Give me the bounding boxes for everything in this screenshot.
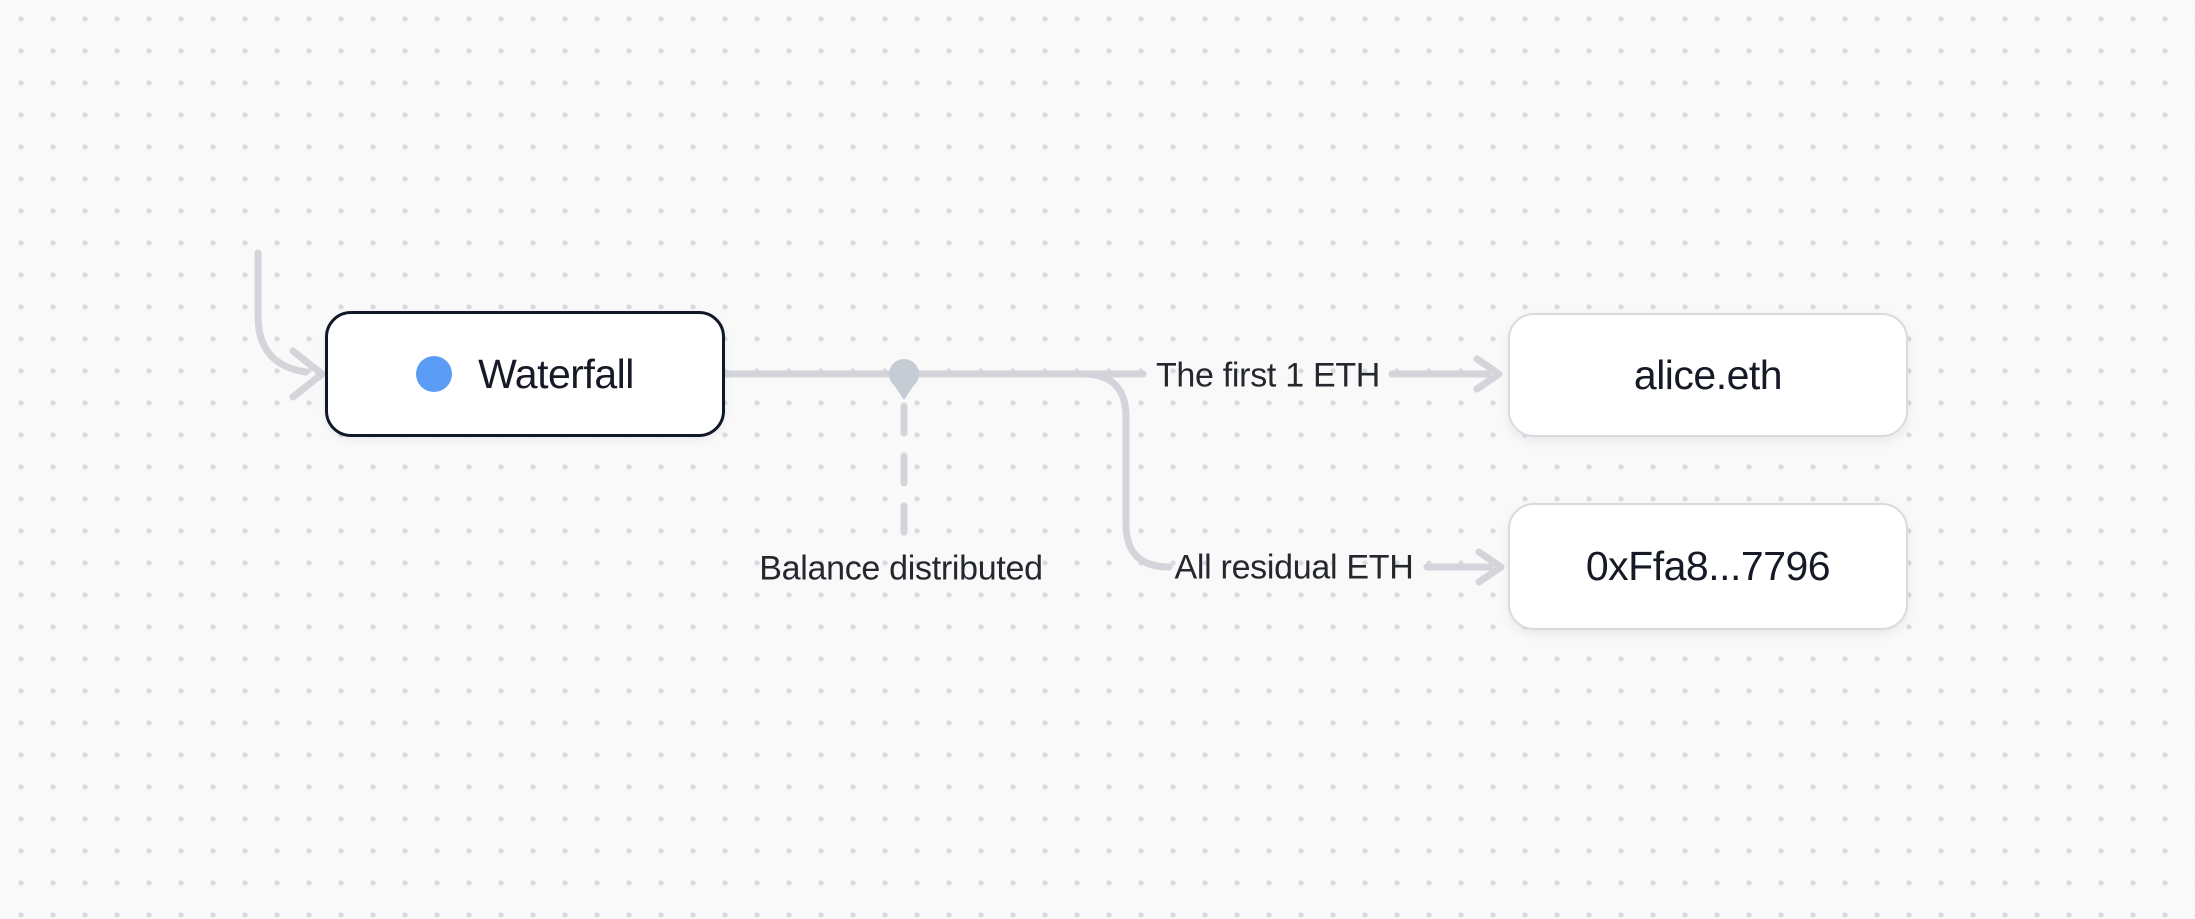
node-recipient-address[interactable]: 0xFfa8...7796 — [1508, 503, 1908, 630]
node-waterfall[interactable]: Waterfall — [325, 311, 725, 437]
edge-label-balance-distributed: Balance distributed — [759, 549, 1043, 588]
node-recipient-alice-label: alice.eth — [1633, 351, 1783, 398]
node-waterfall-label: Waterfall — [478, 350, 634, 397]
node-recipient-alice[interactable]: alice.eth — [1508, 313, 1908, 437]
junction-dot-icon[interactable] — [889, 359, 919, 400]
node-recipient-address-label: 0xFfa8...7796 — [1585, 543, 1831, 589]
blue-dot-icon — [416, 356, 453, 392]
edge-label-first-eth: The first 1 ETH — [1155, 356, 1381, 395]
edge-label-residual-eth: All residual ETH — [1174, 548, 1414, 587]
arrow-first-eth-arrowhead-icon — [1473, 355, 1503, 393]
arrow-residual-eth-arrowhead-icon — [1475, 548, 1505, 586]
incoming-edge-arrowhead-icon — [289, 347, 326, 401]
edge-waterfall-residual — [900, 370, 1173, 571]
incoming-edge — [254, 249, 310, 376]
